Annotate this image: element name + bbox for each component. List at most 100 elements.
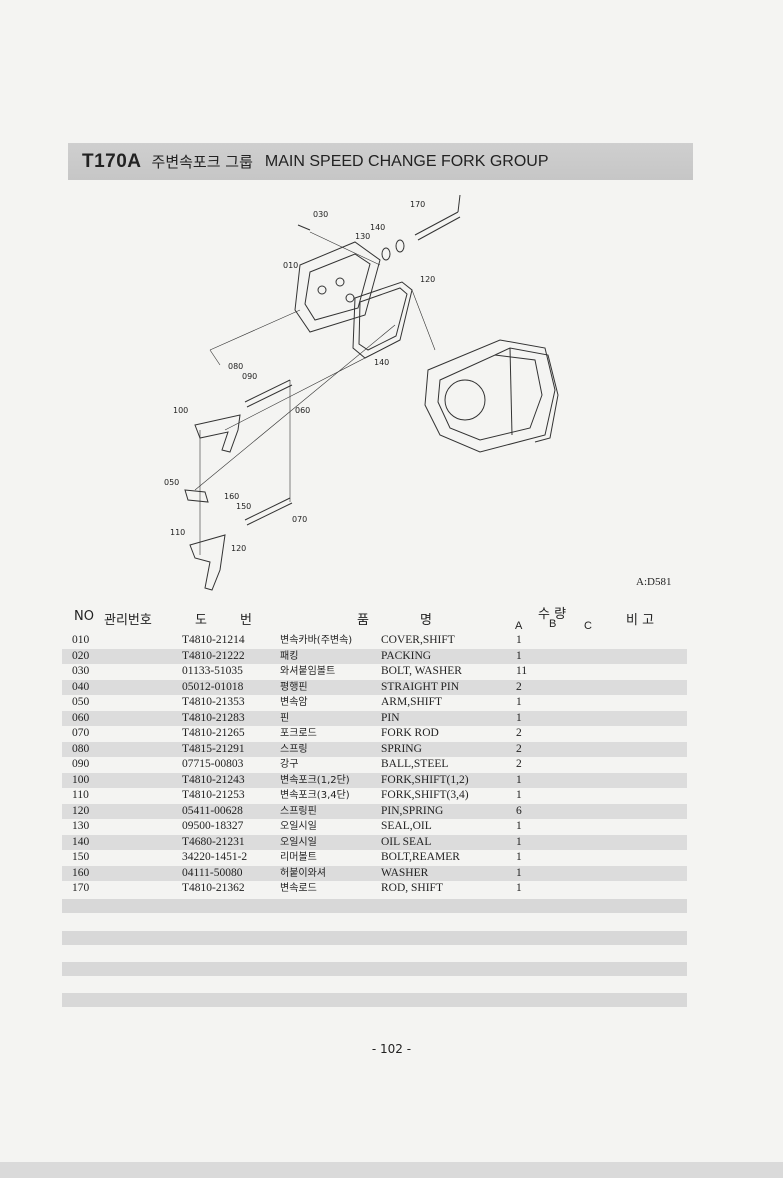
callout-110: 110 xyxy=(170,528,185,537)
part-item-no: 020 xyxy=(72,649,90,662)
header-control-no: 관리번호 xyxy=(104,613,152,628)
part-item-no: 080 xyxy=(72,742,90,755)
part-quantity: 1 xyxy=(516,649,522,662)
part-name-korean: 포크로드 xyxy=(280,728,317,739)
callout-150: 150 xyxy=(236,502,251,511)
part-name-english: STRAIGHT PIN xyxy=(381,680,460,693)
part-name-korean: 평행핀 xyxy=(280,681,308,693)
part-quantity: 11 xyxy=(516,665,528,677)
part-name-korean: 변속암 xyxy=(280,697,308,708)
part-number: T4810-21265 xyxy=(182,727,245,739)
part-name-english: FORK ROD xyxy=(381,727,439,739)
part-name-english: SEAL,OIL xyxy=(381,820,432,832)
part-quantity: 2 xyxy=(516,742,522,755)
table-row: 060 T4810-21283 핀 PIN 1 xyxy=(62,710,687,726)
part-number: T4810-21362 xyxy=(182,882,245,894)
shift-fork-1-2 xyxy=(194,414,241,453)
shift-cover xyxy=(294,241,381,333)
callout-140: 140 xyxy=(370,223,385,232)
part-number: T4810-21222 xyxy=(182,649,245,662)
part-name-korean: 허붙이와셔 xyxy=(280,867,326,879)
oil-seal xyxy=(381,247,391,261)
part-name-korean: 강구 xyxy=(280,759,299,770)
part-name-korean: 패킹 xyxy=(280,650,299,662)
callout-090: 090 xyxy=(242,372,257,381)
part-quantity: 1 xyxy=(516,882,522,894)
part-item-no: 130 xyxy=(72,820,90,832)
part-name-korean: 핀 xyxy=(280,712,290,724)
part-quantity: 1 xyxy=(516,789,522,801)
part-name-english: OIL SEAL xyxy=(381,835,432,848)
part-item-no: 160 xyxy=(72,866,90,879)
part-name-english: ROD, SHIFT xyxy=(381,882,443,894)
part-name-english: BOLT,REAMER xyxy=(381,851,460,863)
header-drawing-1: 도 xyxy=(195,613,207,628)
header-no: NO xyxy=(74,609,94,624)
part-item-no: 150 xyxy=(72,851,90,863)
header-name-1: 품 xyxy=(357,613,369,628)
part-quantity: 1 xyxy=(516,634,522,646)
part-item-no: 050 xyxy=(72,696,90,708)
part-number: 01133-51035 xyxy=(182,665,243,677)
part-quantity: 6 xyxy=(516,804,522,817)
callout-160: 160 xyxy=(224,492,239,501)
group-title-korean: 주변속포크 그룹 xyxy=(151,153,253,171)
part-name-korean: 변속포크(3,4단) xyxy=(280,790,350,801)
part-name-english: FORK,SHIFT(1,2) xyxy=(381,773,469,786)
part-name-english: SPRING xyxy=(381,742,422,755)
table-blank-band xyxy=(62,962,687,976)
part-name-korean: 리머볼트 xyxy=(280,852,317,863)
part-number: T4810-21253 xyxy=(182,789,245,801)
callout-080: 080 xyxy=(228,362,243,371)
part-number: 05411-00628 xyxy=(182,804,243,817)
part-quantity: 1 xyxy=(516,773,522,786)
part-name-korean: 스프링핀 xyxy=(280,805,317,817)
part-quantity: 2 xyxy=(516,680,522,693)
part-item-no: 100 xyxy=(72,773,90,786)
callout-050: 050 xyxy=(164,478,179,487)
part-number: T4810-21243 xyxy=(182,773,245,786)
part-name-english: BOLT, WASHER xyxy=(381,665,462,677)
header-name-2: 명 xyxy=(420,613,432,628)
callout-130: 130 xyxy=(355,232,370,241)
table-blank-band xyxy=(62,899,687,913)
part-quantity: 1 xyxy=(516,835,522,848)
table-header: NO 관리번호 도 번 품 명 수 량 A B C 비 고 xyxy=(62,603,687,632)
part-quantity: 1 xyxy=(516,711,522,724)
group-title-english: MAIN SPEED CHANGE FORK GROUP xyxy=(264,152,549,170)
page-bottom-edge xyxy=(0,1162,783,1178)
part-name-english: WASHER xyxy=(381,866,429,879)
callout-070: 070 xyxy=(292,515,307,524)
callout-100: 100 xyxy=(173,406,188,415)
part-quantity: 2 xyxy=(516,758,522,770)
callout-030: 030 xyxy=(313,210,328,219)
header-remarks: 비 고 xyxy=(626,613,655,628)
diagram-id: A:D581 xyxy=(636,576,672,588)
table-blank-band xyxy=(62,931,687,945)
part-number: T4810-21214 xyxy=(182,634,245,646)
part-name-korean: 스프링 xyxy=(280,743,308,755)
part-name-korean: 변속로드 xyxy=(280,883,317,894)
part-number: T4815-21291 xyxy=(182,742,245,755)
exploded-parts-diagram: 030 170 140 130 010 120 140 080 090 100 … xyxy=(164,194,559,591)
table-blank-band xyxy=(62,993,687,1007)
part-name-english: ARM,SHIFT xyxy=(381,696,443,708)
part-number: 07715-00803 xyxy=(182,758,244,770)
part-name-english: COVER,SHIFT xyxy=(381,634,455,646)
part-item-no: 070 xyxy=(72,727,90,739)
oil-seal-2 xyxy=(395,239,405,253)
part-name-english: PIN xyxy=(381,711,400,724)
part-name-korean: 변속카바(주변속) xyxy=(280,635,353,646)
part-item-no: 090 xyxy=(72,758,90,770)
part-number: T4810-21353 xyxy=(182,696,245,708)
part-item-no: 060 xyxy=(72,711,90,724)
part-number: T4810-21283 xyxy=(182,711,245,724)
